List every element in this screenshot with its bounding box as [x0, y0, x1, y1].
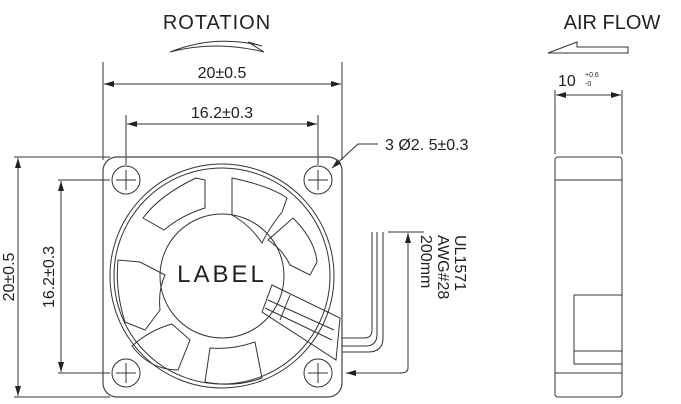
hole-callout-text: 3 Ø2. 5±0.3: [385, 137, 469, 154]
airflow-arrow-icon: [547, 41, 629, 54]
thickness-tol-plus: +0.6: [585, 72, 599, 79]
outer-width-text: 20±0.5: [198, 65, 247, 82]
center-label: LABEL: [177, 261, 267, 288]
fan-front-view: LABEL: [102, 156, 384, 398]
rotation-arrow-icon: [169, 40, 265, 53]
fan-side-view: [554, 156, 623, 398]
hole-pitch-width-dimension: 16.2±0.3: [125, 105, 319, 165]
wire-connector: [261, 284, 341, 361]
thickness-text: 10: [558, 73, 576, 90]
wire-spec-3: 200mm: [417, 235, 434, 288]
hole-pitch-height-dimension: 16.2±0.3: [41, 179, 110, 374]
hole-pitch-width-text: 16.2±0.3: [191, 105, 253, 122]
mounting-holes: [111, 165, 333, 388]
outer-height-dimension: 20±0.5: [1, 156, 110, 398]
thickness-tol-minus: -0: [585, 81, 591, 88]
outer-width-dimension: 20±0.5: [102, 62, 343, 160]
rotation-label: ROTATION: [163, 12, 271, 34]
airflow-label: AIR FLOW: [564, 12, 661, 34]
hole-pitch-height-text: 16.2±0.3: [41, 246, 58, 308]
outer-height-text: 20±0.5: [1, 252, 18, 301]
wire-length-dimension: UL1571 AWG#28 200mm: [346, 231, 468, 376]
wire-spec-1: UL1571: [451, 235, 468, 291]
thickness-dimension: 10 +0.6 -0: [554, 72, 623, 154]
fan-blades: [116, 177, 318, 385]
lead-wires: [342, 232, 384, 353]
wire-spec-2: AWG#28: [434, 235, 451, 299]
